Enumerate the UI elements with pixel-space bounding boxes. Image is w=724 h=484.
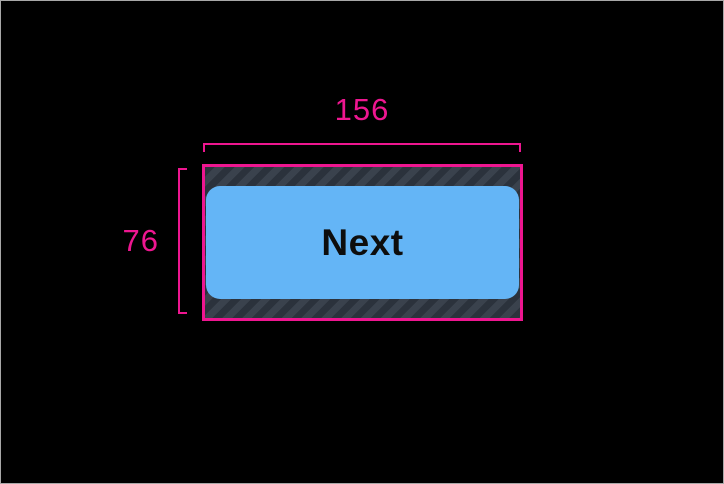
touch-target-area[interactable]: Next: [202, 164, 523, 321]
width-dimension-label: 156: [334, 92, 390, 127]
height-dimension-label: 76: [122, 223, 159, 258]
width-measure-bracket: [203, 143, 521, 152]
next-button[interactable]: Next: [206, 186, 519, 299]
height-measure-bracket: [178, 168, 187, 314]
